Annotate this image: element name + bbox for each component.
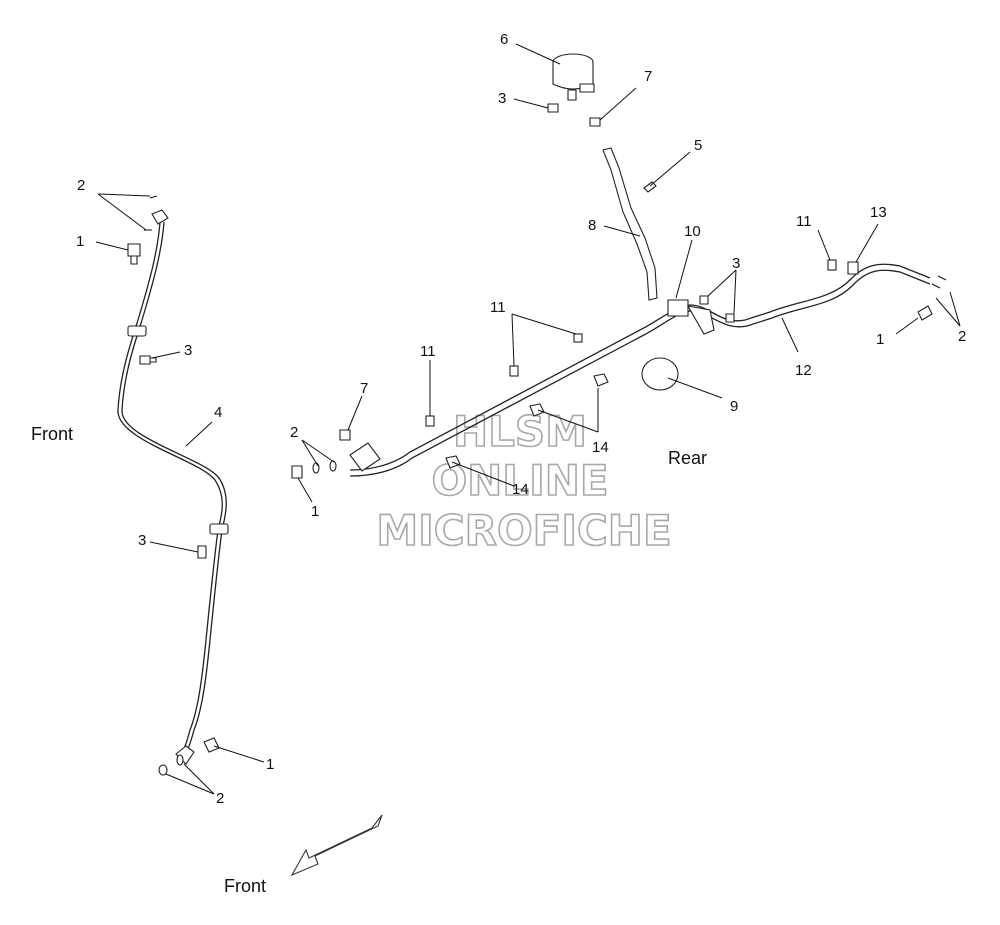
callout-1-bottom: 1 [266, 756, 274, 773]
leader-lines [95, 43, 961, 795]
callout-2-bottom: 2 [216, 790, 224, 807]
callout-7-top: 7 [644, 68, 652, 85]
reservoir-outlet [567, 89, 577, 101]
banjo-fitting-5 [643, 181, 657, 193]
callout-2-topleft: 2 [77, 177, 85, 194]
callout-4: 4 [214, 404, 222, 421]
callout-10: 10 [684, 223, 701, 240]
clip-11-upper [573, 333, 583, 343]
front-brake-hose-inner [121, 221, 227, 763]
reservoir-bracket [579, 83, 595, 93]
clip-11-mid [425, 415, 435, 427]
callout-6: 6 [500, 31, 508, 48]
front-brake-hose-assembly [117, 209, 229, 765]
callout-3-right: 3 [732, 255, 740, 272]
hose-clip-upper [127, 325, 147, 337]
boot-9 [641, 357, 679, 391]
callout-1-mid: 1 [311, 503, 319, 520]
rear-brake-line-lower [349, 269, 931, 477]
callout-12: 12 [795, 362, 812, 379]
watermark: HLSM ONLINE MICROFICHE [376, 406, 673, 556]
bolt-reservoir [547, 103, 559, 113]
hose-clip-lower [209, 523, 229, 535]
washer-bottom-a [158, 764, 168, 776]
banjo-bolt-bottom [203, 737, 220, 753]
clip-11-right [827, 259, 837, 271]
watermark-line1: HLSM [453, 407, 587, 456]
front-direction-arrow [290, 814, 383, 877]
clamp-7-mid [339, 429, 351, 441]
callout-7-mid: 7 [360, 380, 368, 397]
hose-fitting-top [151, 209, 169, 225]
callout-3-top: 3 [498, 90, 506, 107]
callout-14-b: 14 [512, 481, 529, 498]
washer-right-a [931, 283, 941, 289]
bolt-left-lower [197, 545, 207, 559]
brake-pipe-8 [349, 442, 381, 472]
clip-11-center [509, 365, 519, 377]
callout-11-right: 11 [796, 213, 812, 230]
callout-14-a: 14 [592, 439, 609, 456]
hose-clamp-top [589, 117, 601, 127]
callout-5: 5 [694, 137, 702, 154]
rear-brake-line-upper [349, 263, 931, 471]
watermark-line3: MICROFICHE [376, 506, 671, 555]
clamp-14-a [593, 373, 609, 387]
washer-right-b [937, 275, 947, 281]
banjo-bolt-topleft [127, 243, 141, 265]
washer-topleft-a [149, 195, 158, 199]
bolt-3-right-a [699, 295, 709, 305]
callout-8: 8 [588, 217, 596, 234]
callout-3-left: 3 [184, 342, 192, 359]
washer-bottom-b [176, 754, 184, 766]
front-brake-hose [117, 221, 223, 763]
washer-mid-a [312, 462, 320, 474]
callout-2-mid: 2 [290, 424, 298, 441]
callout-9: 9 [730, 398, 738, 415]
callout-13: 13 [870, 204, 887, 221]
callout-1-topleft: 1 [76, 233, 84, 250]
reservoir-hose [602, 147, 658, 301]
clamp-13 [847, 261, 859, 275]
bolt-3-right-b [725, 313, 735, 323]
banjo-bolt-mid [291, 465, 303, 479]
watermark-line2: ONLINE [431, 456, 608, 505]
rear-label: Rear [668, 448, 707, 468]
callout-11-mid: 11 [420, 343, 436, 360]
junction-block-10 [667, 299, 715, 335]
reservoir-assembly [547, 53, 658, 301]
callout-11-center: 11 [490, 299, 506, 316]
rear-brake-line [291, 259, 947, 479]
front-label-left: Front [31, 424, 73, 444]
left-hardware [127, 195, 220, 776]
front-arrow-label: Front [224, 876, 266, 896]
callout-1-right: 1 [876, 331, 884, 348]
banjo-bolt-right [917, 305, 933, 321]
callout-2-right: 2 [958, 328, 966, 345]
callout-3-lowleft: 3 [138, 532, 146, 549]
washer-mid-b [329, 460, 337, 472]
